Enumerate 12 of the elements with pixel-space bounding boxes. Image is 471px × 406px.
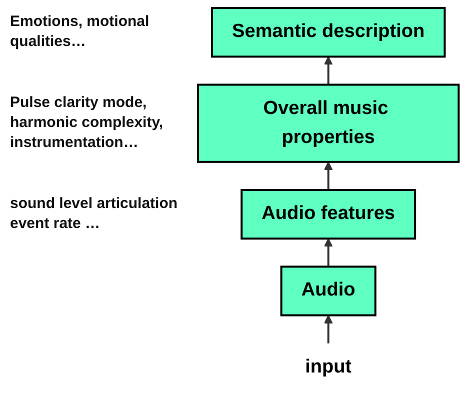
side-note: Pulse clarity mode, harmonic complexity, instrumentation… xyxy=(10,93,164,154)
arrow xyxy=(324,162,332,190)
node-box: Audio xyxy=(280,266,376,316)
side-note: Emotions, motional qualities… xyxy=(10,12,150,52)
node-box: Overall music properties xyxy=(196,84,460,163)
node-box: Semantic description xyxy=(210,7,446,58)
node-text: input xyxy=(304,356,352,378)
arrow xyxy=(324,56,332,85)
arrow xyxy=(324,314,332,344)
side-note: sound level articulation event rate … xyxy=(10,194,179,234)
node-box: Audio features xyxy=(240,188,416,240)
arrow xyxy=(324,238,332,267)
